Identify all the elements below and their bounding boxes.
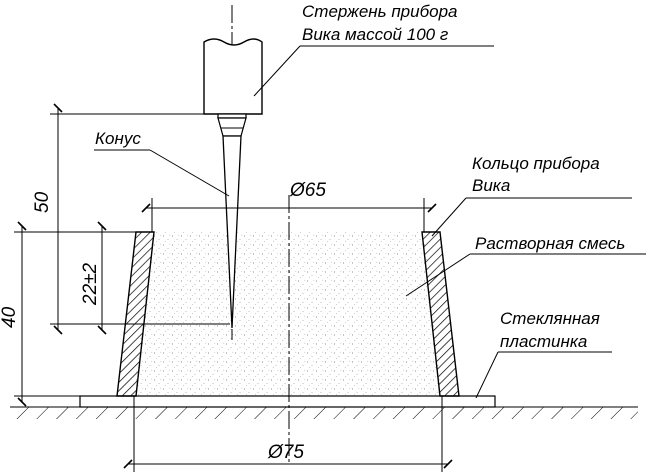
dim-top-diameter [141, 198, 437, 232]
top-diameter-label: Ø65 [289, 180, 326, 201]
height-50-label: 50 [32, 191, 53, 213]
cone [222, 135, 242, 329]
dim-bottom-diameter [123, 396, 453, 472]
cone-label: Конус [95, 129, 141, 148]
mortar-mix [134, 232, 442, 396]
mortar-label: Растворная смесь [475, 234, 625, 253]
leader-glass [475, 351, 612, 399]
rod-label-line2: Вика массой 100 г [302, 25, 448, 44]
height-40-label: 40 [0, 306, 20, 328]
ring-right-wall [421, 231, 460, 397]
glass-label-line2: пластинка [500, 332, 587, 351]
leader-rod [253, 45, 494, 97]
leader-ring [431, 197, 632, 237]
dim-depth-22 [50, 221, 230, 335]
ring-left-wall [116, 231, 155, 397]
leader-cone [94, 149, 230, 197]
depth-22-label: 22±2 [80, 262, 101, 306]
ring-label-line1: Кольцо прибора [472, 154, 600, 173]
vicat-rod [203, 38, 263, 137]
dim-height-40 [14, 221, 136, 407]
leader-mortar [405, 253, 646, 297]
rod-label-line1: Стержень прибора [302, 2, 458, 21]
glass-plate [79, 395, 496, 408]
ground [10, 406, 638, 419]
dim-height-50 [50, 103, 220, 335]
bottom-diameter-label: Ø75 [267, 442, 304, 463]
ring-label-line2: Вика [472, 176, 510, 195]
glass-label-line1: Стеклянная [500, 309, 600, 328]
